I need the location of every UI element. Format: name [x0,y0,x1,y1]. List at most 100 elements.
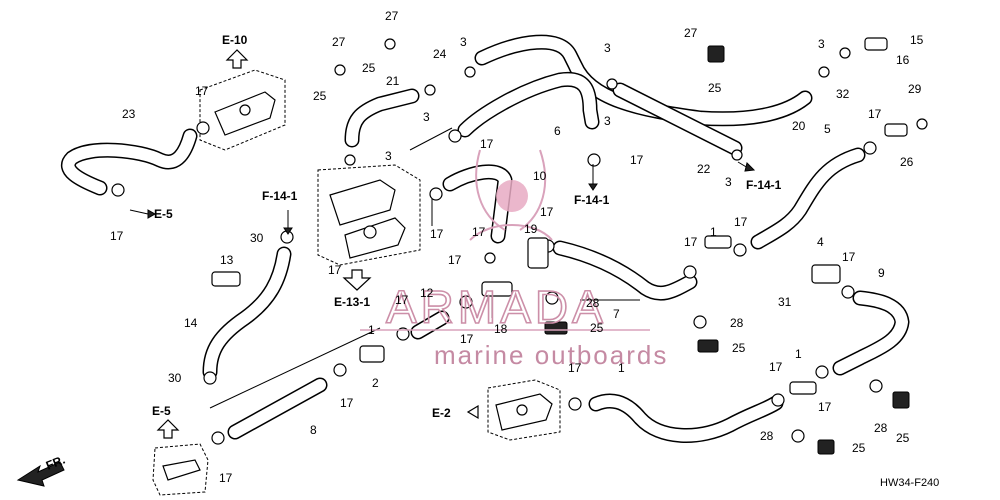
part-number: 25 [852,441,866,455]
ref-arrows [129,49,756,439]
watermark-brand: ARMADA [386,281,607,333]
part-number: 3 [725,175,732,189]
ref-e5-bottom[interactable]: E-5 [152,404,171,418]
part-number: 17 [868,107,882,121]
part-number: 17 [430,227,444,241]
part-number: 17 [110,229,124,243]
part-number: 1 [710,225,717,239]
part-number: 2 [372,376,379,390]
hose-7 [552,240,698,301]
part-number: 15 [910,33,924,47]
part-number: 17 [568,361,582,375]
part-number: 26 [900,155,914,169]
part-number: 25 [313,89,327,103]
joints [211,37,910,455]
part-number: 17 [460,332,474,346]
part-number: 30 [168,371,182,385]
part-number: 17 [340,396,354,410]
part-number: 13 [220,253,234,267]
part-number: 21 [386,74,400,88]
part-number: 17 [818,400,832,414]
part-number: 7 [613,307,620,321]
part-number: 8 [310,423,317,437]
part-number: 27 [684,26,698,40]
part-number: 5 [824,122,831,136]
hose-10 [442,164,513,244]
part-number: 17 [328,263,342,277]
hose-8 [227,377,328,440]
hose-9 [832,290,910,376]
hose-6 [457,71,600,138]
part-number: 10 [533,169,547,183]
ref-e5-top[interactable]: E-5 [154,207,173,221]
part-number: 28 [874,421,888,435]
part-number: 17 [540,205,554,219]
part-number: 23 [122,107,136,121]
part-number: 17 [472,225,486,239]
part-number: 17 [448,253,462,267]
direction-label: FR. [44,453,67,473]
part-number: 20 [792,119,806,133]
part-number: 17 [480,137,494,151]
hose-20 [612,82,743,156]
ref-f141-left[interactable]: F-14-1 [262,189,298,203]
ref-e2[interactable]: E-2 [432,406,451,420]
part-number: 25 [896,431,910,445]
part-number: 3 [818,37,825,51]
hose-21 [344,88,420,148]
part-number: 17 [842,250,856,264]
hose-5 [750,147,866,250]
part-number: 19 [524,222,538,236]
part-number: 4 [817,235,824,249]
part-number: 1 [795,347,802,361]
clamps [111,38,928,445]
part-number: 3 [460,35,467,49]
part-number: 17 [734,215,748,229]
assembly-e2 [487,379,561,441]
assembly-e5 [152,443,209,496]
part-number: 17 [630,153,644,167]
part-number: 16 [896,53,910,67]
ref-f141-mid[interactable]: F-14-1 [574,193,610,207]
part-number: 32 [836,87,850,101]
hose-lower-1 [588,393,784,443]
ref-e131[interactable]: E-13-1 [334,295,370,309]
part-number: 1 [618,361,625,375]
part-number: 24 [433,47,447,61]
assembly-center [317,164,421,266]
front-direction-arrow: FR. [16,453,67,487]
part-number: 17 [195,84,209,98]
part-number: 25 [708,81,722,95]
part-number: 17 [769,360,783,374]
hose-14 [202,246,292,380]
part-number: 6 [554,124,561,138]
part-number: 31 [778,295,792,309]
part-number: 29 [908,82,922,96]
watermark: ARMADA marine outboards [360,149,668,370]
part-number: 17 [219,471,233,485]
part-number: 12 [420,286,434,300]
part-number: 17 [684,235,698,249]
part-number: 25 [590,321,604,335]
part-number: 14 [184,316,198,330]
diagram-code: HW34-F240 [880,477,939,489]
part-number: 3 [423,110,430,124]
hose-23 [61,128,198,196]
watermark-tagline: marine outboards [434,340,668,370]
part-number: 17 [395,293,409,307]
part-number: 25 [362,61,376,75]
ref-e10[interactable]: E-10 [222,33,248,47]
ref-f141-right[interactable]: F-14-1 [746,178,782,192]
assembly-e10 [199,69,286,151]
hose-upper-long [474,34,813,127]
part-number: 28 [730,316,744,330]
part-number: 28 [586,296,600,310]
part-number: 28 [760,429,774,443]
part-number: 3 [385,149,392,163]
watermark-logo [469,149,553,241]
part-number: 3 [604,41,611,55]
part-number: 30 [250,231,264,245]
part-number-labels: 23 17 17 27 27 25 25 21 3 24 3 3 3 6 3 2… [110,9,924,485]
